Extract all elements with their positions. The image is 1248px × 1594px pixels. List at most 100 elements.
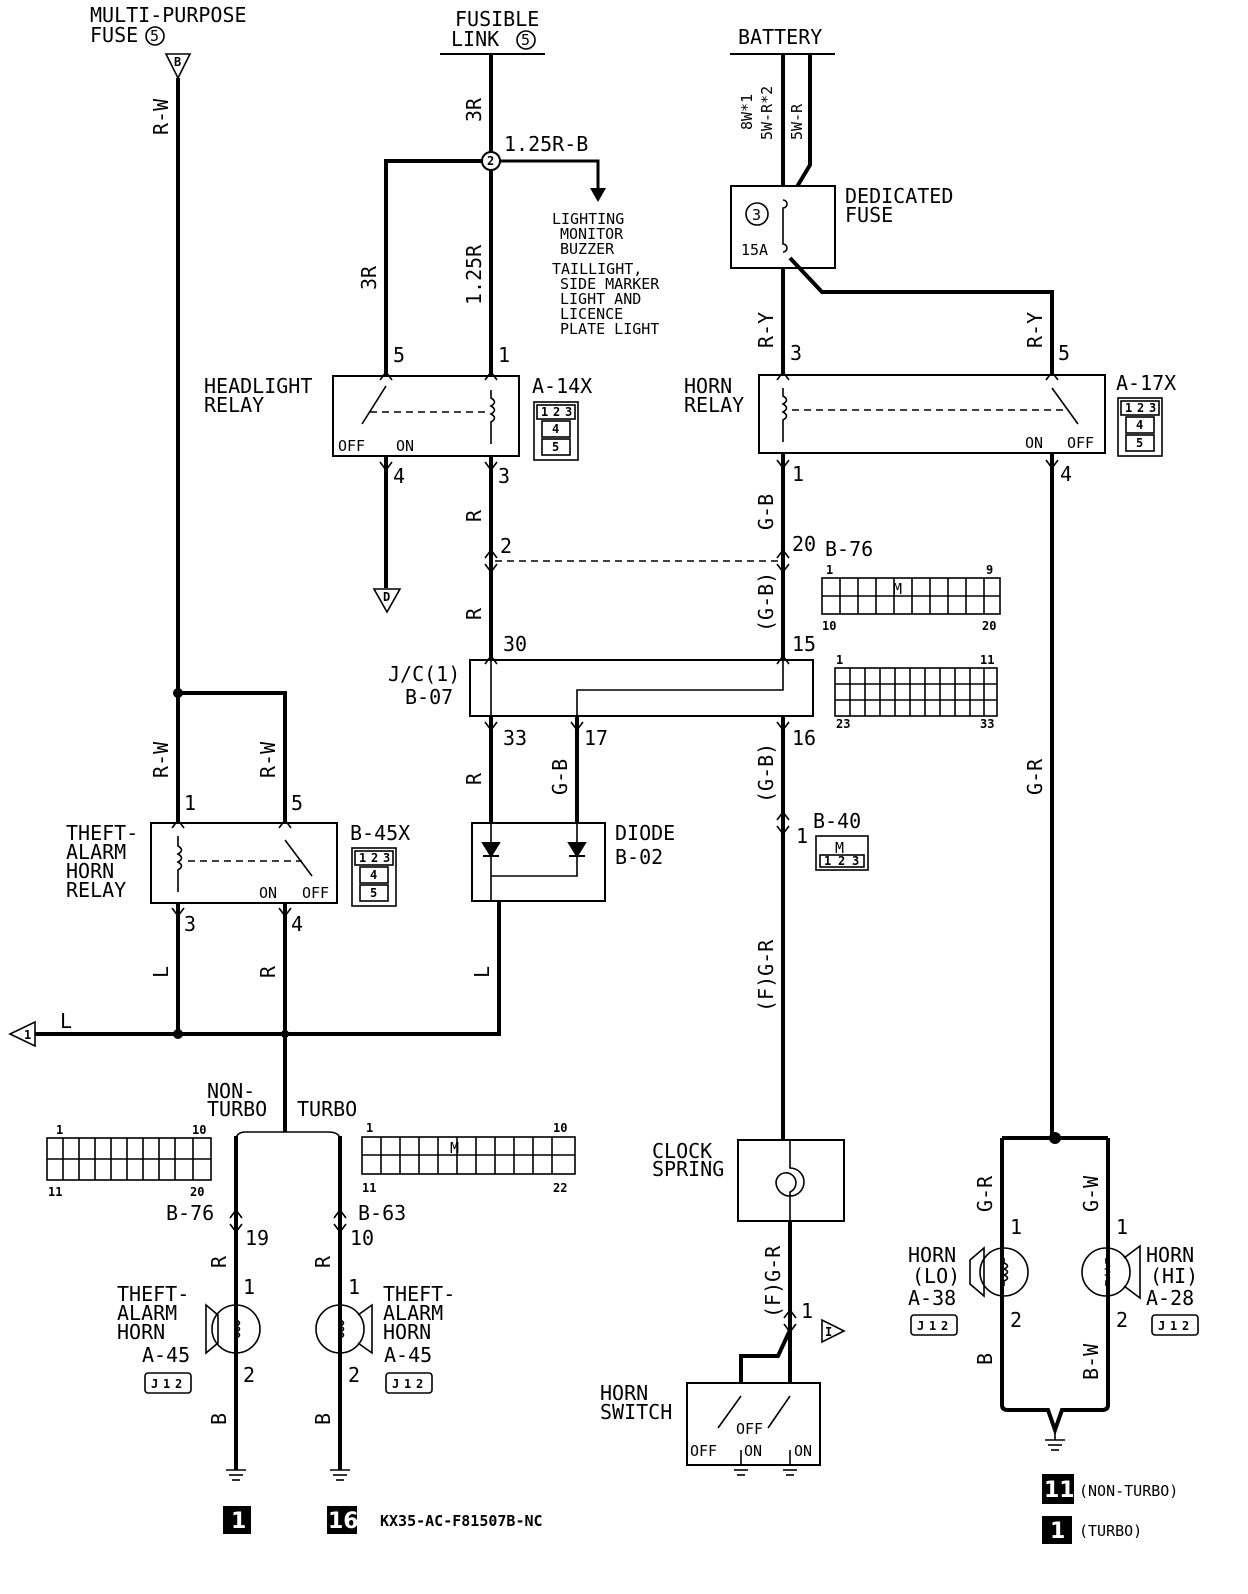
b45x-connector-icon: 1 2 3 4 5 xyxy=(351,847,397,907)
theft-horn-a-label-1: THEFT- xyxy=(117,1282,189,1306)
a17x-connector-icon: 1 2 3 4 5 xyxy=(1117,397,1163,457)
junction-l-a xyxy=(173,1029,183,1039)
hs-on-2: ON xyxy=(794,1442,812,1460)
wire-rw-branch xyxy=(178,691,287,823)
horn-hi-label-1: HORN xyxy=(1146,1243,1194,1267)
jc-pin-16: 16 xyxy=(792,726,816,750)
theft-horn-b-label-2: ALARM xyxy=(383,1301,443,1325)
clock-spring-box xyxy=(737,1139,845,1222)
fusible-link-label-2: LINK xyxy=(451,27,499,51)
hs-on-1: ON xyxy=(744,1442,762,1460)
jc-pin-30: 30 xyxy=(503,632,527,656)
b76-bottom-pin: 19 xyxy=(245,1226,269,1250)
junction-r-d xyxy=(281,1030,289,1038)
ground-badge-1b xyxy=(1042,1516,1072,1544)
a45-connector-icon-b: J 1 2 xyxy=(385,1372,433,1394)
horn-switch-label-1: HORN xyxy=(600,1381,648,1405)
buzzer-item-5: SIDE MARKER xyxy=(560,275,660,293)
svg-text:3: 3 xyxy=(1149,401,1156,415)
wire-bat-b xyxy=(793,54,812,192)
wire-3r-relay xyxy=(384,159,482,375)
svg-text:5: 5 xyxy=(370,886,377,900)
svg-text:20: 20 xyxy=(190,1185,204,1199)
nonturbo-label-1: NON- xyxy=(207,1079,255,1103)
hl-coil xyxy=(489,390,496,444)
horn-relay-label-2: RELAY xyxy=(684,393,744,417)
theft-horn-b-label-1: THEFT- xyxy=(383,1282,455,1306)
jc-pin-17: 17 xyxy=(584,726,608,750)
horn-lo-label-1: HORN xyxy=(908,1243,956,1267)
hr-on: ON xyxy=(1025,434,1043,452)
svg-text:33: 33 xyxy=(980,717,994,731)
horn-lo-connector: A-38 xyxy=(908,1286,956,1310)
tr-pin5: 5 xyxy=(291,791,303,815)
splice-2-label: 2 xyxy=(487,154,494,168)
jc-box xyxy=(469,659,814,717)
fuse-element xyxy=(782,199,788,253)
label-r-e: R xyxy=(207,1255,231,1268)
label-l-a: L xyxy=(149,966,173,978)
label-3r-b: 3R xyxy=(357,265,381,290)
hl-pin5: 5 xyxy=(393,343,405,367)
connector-i-triangle xyxy=(821,1318,846,1344)
svg-text:23: 23 xyxy=(836,717,850,731)
theft-horn-a-label-2: ALARM xyxy=(117,1301,177,1325)
hl-switch-arm xyxy=(361,385,387,425)
hs-off-2: OFF xyxy=(736,1420,763,1438)
headlight-relay-box xyxy=(332,375,520,457)
theft-horn-b-p2: 2 xyxy=(348,1363,360,1387)
clock-spring-label-1: CLOCK xyxy=(652,1139,712,1163)
svg-text:1: 1 xyxy=(56,1123,63,1137)
hl-pin1: 1 xyxy=(498,343,510,367)
label-ry-r: R-Y xyxy=(1023,312,1047,348)
turbo-label: TURBO xyxy=(297,1097,357,1121)
clock-spring-coil xyxy=(775,1140,805,1221)
jc-connector-icon: 1 11 23 33 xyxy=(834,653,998,731)
label-ry-l: R-Y xyxy=(754,312,778,348)
hr-coil xyxy=(781,388,788,442)
b76-top-id: B-76 xyxy=(825,537,873,561)
label-fgr-a: (F)G-R xyxy=(754,939,778,1012)
label-rw-r: R-W xyxy=(256,741,280,778)
svg-text:2: 2 xyxy=(838,854,845,868)
ground-badge-11-text: 11 xyxy=(1044,1478,1075,1503)
svg-text:2: 2 xyxy=(371,851,378,865)
a45-connector-icon-a: J 1 2 xyxy=(144,1372,192,1394)
horn-hi-label-2: (HI) xyxy=(1150,1264,1198,1288)
svg-text:5: 5 xyxy=(552,440,559,454)
hs-ground-b-icon xyxy=(780,1450,800,1476)
theft-relay-label-1: THEFT- xyxy=(66,821,138,845)
hs-ground-a-icon xyxy=(731,1450,751,1476)
hr-switch-arm xyxy=(1051,387,1079,425)
a14x-connector-icon: 1 2 3 4 5 xyxy=(533,401,579,461)
b63-pin: 10 xyxy=(350,1226,374,1250)
wire-turbo-split xyxy=(235,1131,341,1141)
label-fgr-b: (F)G-R xyxy=(761,1245,785,1318)
theft-relay-label-2: ALARM xyxy=(66,840,126,864)
label-r-f: R xyxy=(311,1255,335,1268)
b76-top-connector-icon: 1 9 M 10 20 xyxy=(821,563,1001,633)
b40-pin: 1 xyxy=(796,824,808,848)
label-b-c: B xyxy=(973,1353,997,1365)
buzzer-item-2: MONITOR xyxy=(560,225,624,243)
hs-arm-left xyxy=(717,1395,742,1429)
svg-text:1: 1 xyxy=(404,1377,411,1391)
label-l-b: L xyxy=(470,966,494,978)
dedicated-fuse-number-circle xyxy=(745,202,769,226)
buzzer-item-6: LIGHT AND xyxy=(560,290,641,308)
svg-text:1: 1 xyxy=(929,1319,936,1333)
label-r-b: R xyxy=(462,607,486,620)
svg-text:1: 1 xyxy=(1125,401,1132,415)
horn-lo-p1: 1 xyxy=(1010,1215,1022,1239)
b76-bottom-id: B-76 xyxy=(166,1201,214,1225)
svg-text:1: 1 xyxy=(366,1121,373,1135)
theft-horn-a-icon xyxy=(205,1303,261,1355)
tr-pin3: 3 xyxy=(184,912,196,936)
diode-box xyxy=(471,822,606,902)
label-gr-main: G-R xyxy=(1023,758,1047,795)
ground-right-icon xyxy=(1045,1428,1065,1451)
svg-text:M: M xyxy=(450,1139,459,1157)
label-8w: 8W*1 xyxy=(738,94,756,130)
connector-i-label: I xyxy=(825,1325,832,1339)
svg-text:1: 1 xyxy=(836,653,843,667)
